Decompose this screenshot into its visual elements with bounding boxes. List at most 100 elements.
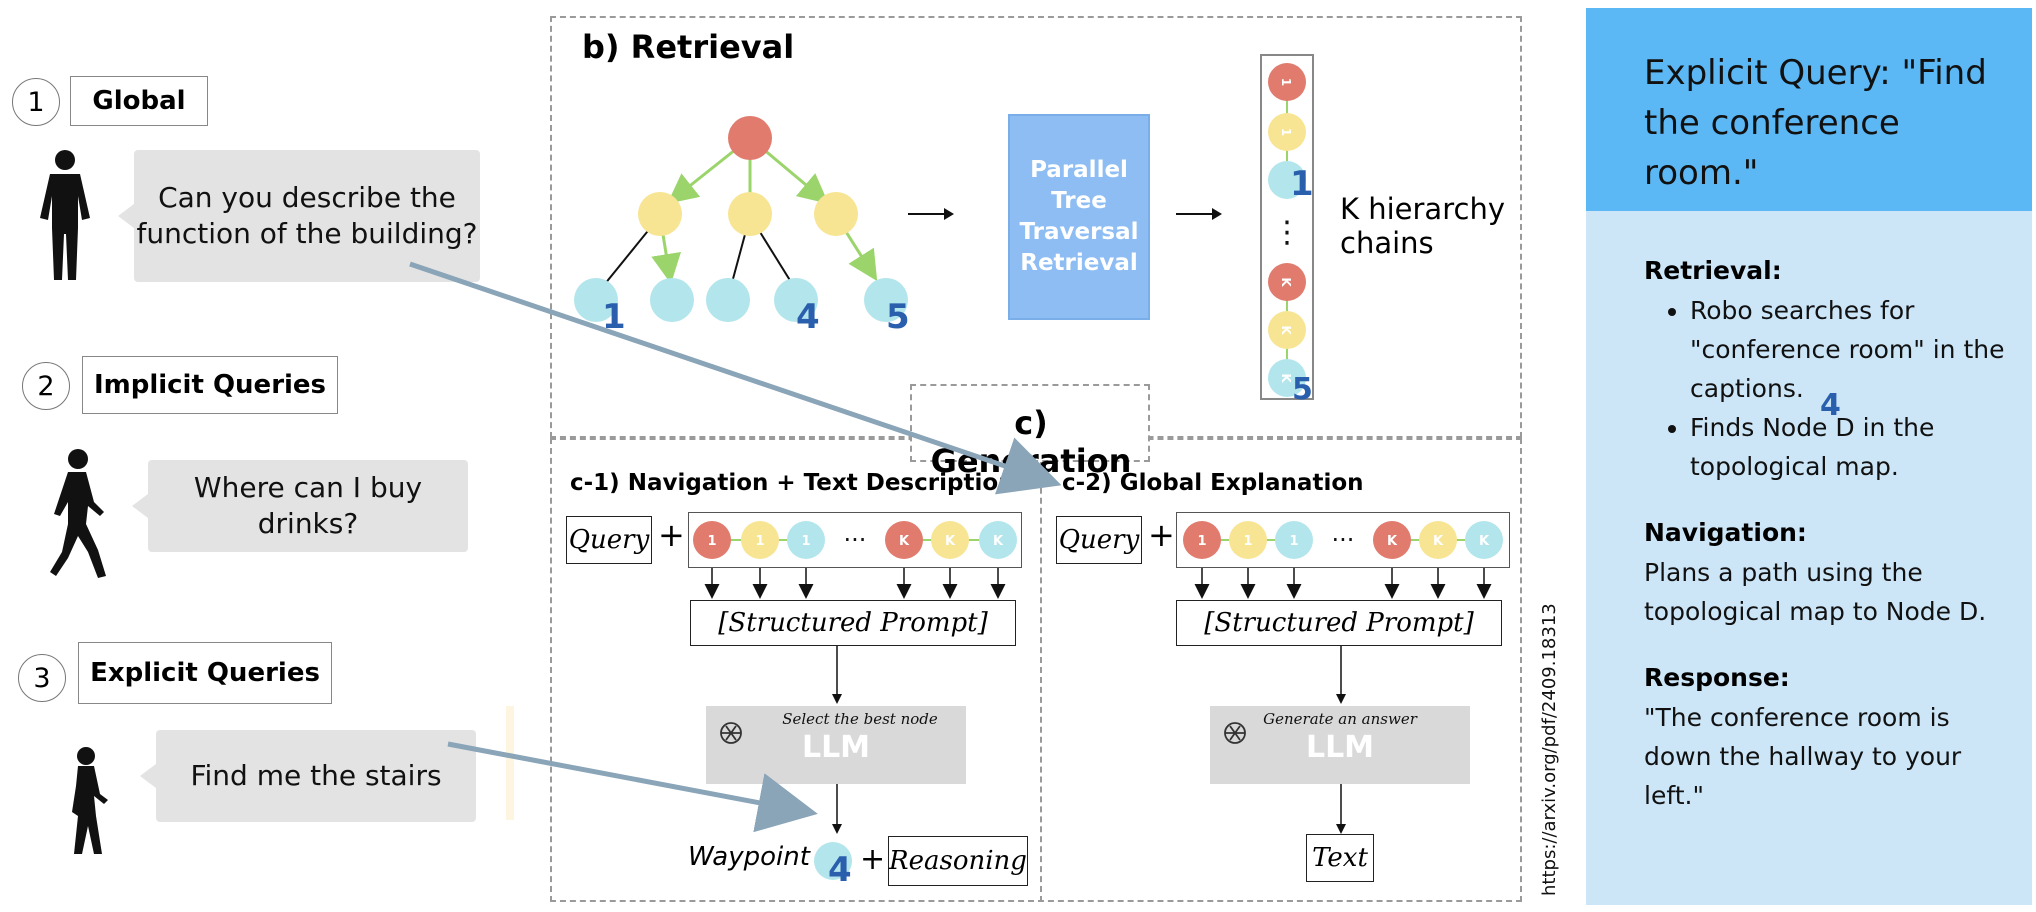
arrow-right-icon [1176, 208, 1222, 220]
explanation-panel-body [1586, 211, 2032, 905]
svg-text:K: K [1279, 373, 1293, 383]
query-label-explicit: Explicit Queries [78, 642, 332, 704]
tree-leaf-node [706, 278, 750, 322]
c1-llm-box: Select the best node LLM [706, 706, 966, 784]
tree-mid-node [728, 192, 772, 236]
navigation-heading: Navigation: [1644, 518, 1807, 547]
retrieval-heading: Retrieval: [1644, 256, 1782, 285]
chains-label: K hierarchy chains [1340, 192, 1505, 260]
chain-node [1268, 113, 1306, 151]
chain-node [1268, 263, 1306, 301]
retrieval-tree: 1 4 5 [574, 116, 910, 337]
retrieval-title: b) Retrieval [582, 28, 795, 66]
tree-leaf-node [574, 278, 618, 322]
svg-text:K: K [945, 534, 956, 549]
connector-explicit-to-c1 [447, 741, 818, 833]
tree-root-node [728, 116, 772, 160]
svg-text:K: K [1279, 277, 1293, 287]
query-number-2: 2 [22, 362, 70, 410]
c2-llm-note: Generate an answer [1263, 710, 1417, 728]
c2-plus: + [1148, 516, 1175, 554]
chain-marker-5: 5 [1292, 372, 1313, 407]
svg-text:1: 1 [1243, 534, 1252, 549]
chain-ellipsis: ⋮ [1272, 215, 1302, 250]
tree-marker-4: 4 [796, 297, 820, 337]
query-connector-arrows [409, 261, 1062, 833]
person-woman-icon [72, 747, 108, 854]
panel-header-title: Explicit Query: "Find the conference roo… [1644, 53, 1987, 193]
query-number-1: 1 [12, 78, 60, 126]
panel-node-marker: 4 [1820, 388, 1841, 423]
arrow-down-icon [1336, 784, 1346, 834]
chain-node [1268, 63, 1306, 101]
tree-leaf-node [650, 278, 694, 322]
person-walking-icon [50, 449, 106, 578]
c2-title: c-2) Global Explanation [1062, 470, 1364, 496]
navigation-text: Plans a path using the topological map t… [1644, 558, 1987, 626]
svg-text:1: 1 [801, 534, 810, 549]
retrieval-bullets: Robo searches for "conference room" in t… [1644, 291, 2014, 486]
openai-logo-icon [720, 722, 742, 744]
arrow-right-icon [908, 208, 954, 220]
c2-query-box: Query [1056, 516, 1142, 564]
svg-text:1: 1 [1197, 534, 1206, 549]
tree-mid-node [638, 192, 682, 236]
c1-waypoint-marker: 4 [828, 850, 852, 890]
svg-text:K: K [1279, 325, 1293, 335]
c1-chain-graphic: 1 1 1 ··· K K K [693, 521, 1017, 599]
hierarchy-chain-column: 1 1 K K K ⋮ [1260, 54, 1314, 400]
tree-marker-5: 5 [886, 297, 910, 337]
response-text: "The conference room is down the hallway… [1644, 703, 1962, 810]
svg-text:K: K [1433, 534, 1444, 549]
query-bubble-global: Can you describe the function of the bui… [118, 150, 480, 282]
connector-global-to-c2 [409, 261, 1062, 495]
c1-query-box: Query [566, 516, 652, 564]
svg-text:K: K [1387, 534, 1398, 549]
source-url[interactable]: https://arxiv.org/pdf/2409.18313 [1539, 603, 1560, 896]
chain-node [1268, 161, 1306, 199]
svg-text:···: ··· [844, 526, 867, 554]
arrow-down-icon [1336, 646, 1346, 704]
panel-content: Retrieval: Robo searches for "conference… [1644, 256, 2014, 815]
c1-llm-label: LLM [801, 730, 871, 765]
svg-text:K: K [993, 534, 1004, 549]
retrieval-bullet: Finds Node D in the topological map. [1690, 408, 2014, 486]
c2-structured-prompt: [Structured Prompt] [1176, 600, 1502, 646]
c1-plus-2: + [860, 842, 886, 877]
c2-llm-label: LLM [1305, 730, 1375, 765]
svg-text:1: 1 [1289, 534, 1298, 549]
c2-chain-graphic: 1 1 1 ··· K K K [1183, 521, 1503, 599]
query-number-3: 3 [18, 654, 66, 702]
c1-reasoning-box: Reasoning [888, 836, 1028, 886]
c2-llm-box: Generate an answer LLM [1210, 706, 1470, 784]
parallel-traversal-box: Parallel Tree Traversal Retrieval [1008, 114, 1150, 320]
svg-text:1: 1 [707, 534, 716, 549]
openai-logo-icon [1224, 722, 1246, 744]
c1-title: c-1) Navigation + Text Description [570, 470, 1015, 496]
tree-mid-node [814, 192, 858, 236]
c1-llm-note: Select the best node [782, 710, 938, 728]
response-heading: Response: [1644, 663, 1790, 692]
tree-marker-1: 1 [602, 297, 626, 337]
c1-chain-box [688, 512, 1022, 568]
svg-text:K: K [1479, 534, 1490, 549]
svg-text:1: 1 [755, 534, 764, 549]
svg-text:K: K [899, 534, 910, 549]
hierarchy-chain-graphic: 1 1 K K K ⋮ [1268, 63, 1306, 397]
query-label-global: Global [70, 76, 208, 126]
query-bubble-explicit: Find me the stairs [140, 730, 476, 822]
chain-marker-1: 1 [1290, 164, 1314, 204]
svg-text:···: ··· [1332, 526, 1355, 554]
arrow-down-icon [832, 784, 842, 834]
c1-waypoint-node [814, 842, 852, 880]
generation-divider [1040, 438, 1044, 902]
c1-plus: + [658, 516, 685, 554]
explanation-panel-header [1586, 8, 2032, 211]
cropped-edge-strip [506, 706, 514, 820]
retrieval-bullet: Robo searches for "conference room" in t… [1690, 291, 2014, 408]
c2-chain-box [1176, 512, 1510, 568]
person-standing-icon [40, 150, 90, 280]
chain-node [1268, 311, 1306, 349]
c1-structured-prompt: [Structured Prompt] [690, 600, 1016, 646]
c1-waypoint-label: Waypoint [688, 842, 810, 872]
